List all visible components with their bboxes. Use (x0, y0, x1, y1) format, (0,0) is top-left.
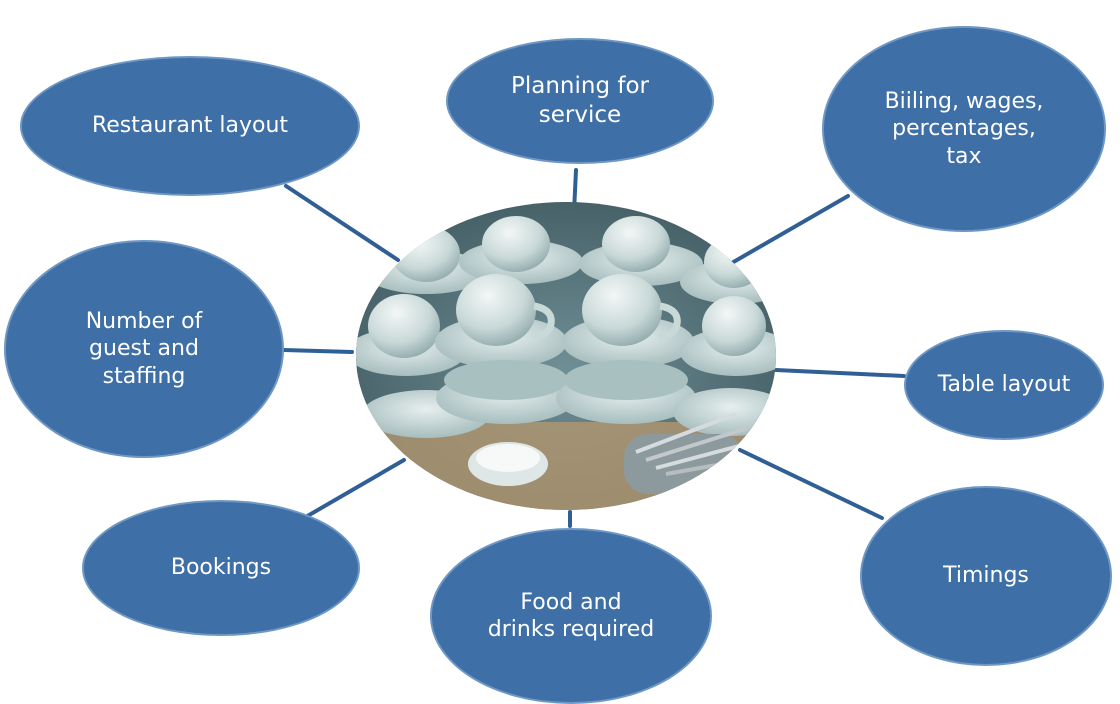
node-planning-for-service: Planning for service (446, 38, 714, 164)
node-timings-label: Timings (943, 563, 1029, 589)
connector-table-layout (774, 368, 906, 378)
node-planning-for-service-label: Planning for service (510, 73, 649, 128)
connector-restaurant-layout (284, 184, 400, 262)
connector-billing (728, 194, 850, 266)
node-billing-wages-percentages-tax: Biiling, wages, percentages, tax (822, 26, 1106, 232)
node-food-and-drinks-required: Food and drinks required (430, 528, 712, 704)
node-number-of-guests-label: Number of guest and staffing (85, 308, 203, 389)
node-table-layout: Table layout (904, 330, 1104, 440)
node-timings: Timings (860, 486, 1112, 666)
center-photo (356, 202, 776, 510)
node-bookings-label: Bookings (170, 555, 272, 581)
connector-number-of-guests (282, 348, 354, 354)
connector-bookings (302, 458, 406, 520)
node-table-layout-label: Table layout (937, 372, 1071, 398)
node-billing-label: Biiling, wages, percentages, tax (884, 88, 1044, 169)
node-restaurant-layout: Restaurant layout (20, 56, 360, 196)
node-food-and-drinks-label: Food and drinks required (487, 589, 655, 643)
node-number-of-guests-and-staffing: Number of guest and staffing (4, 240, 284, 458)
node-bookings: Bookings (82, 500, 360, 636)
connector-timings (738, 448, 884, 520)
node-restaurant-layout-label: Restaurant layout (91, 113, 289, 139)
cups-and-saucers-image (356, 202, 776, 510)
